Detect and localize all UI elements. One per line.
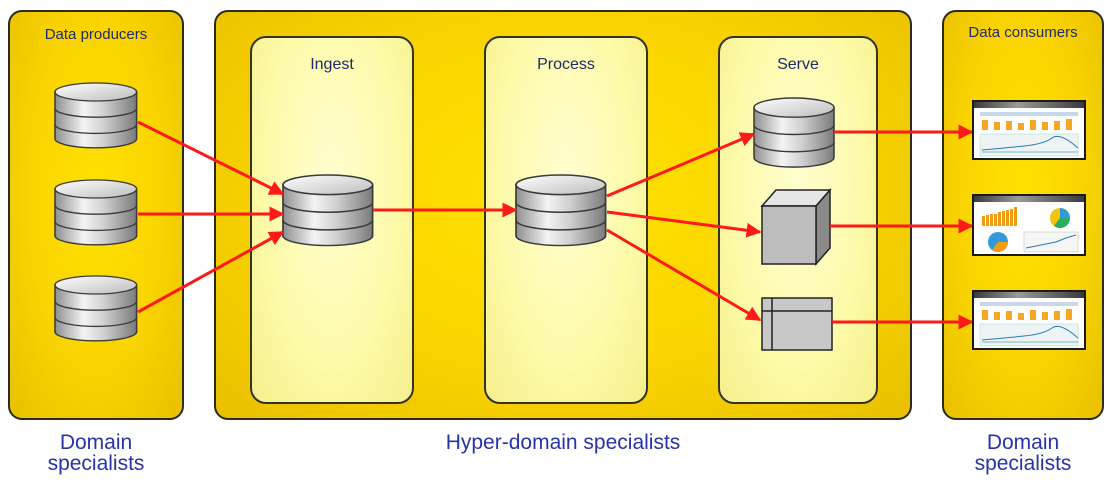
consumers-footer-line1: Domain	[986, 431, 1060, 454]
consumers-footer: Domain specialists	[942, 432, 1104, 474]
arrow-process-serve-db	[606, 132, 756, 198]
producers-footer: Domain specialists	[8, 432, 184, 474]
process-database-icon	[515, 174, 607, 247]
dashboard-icon-1	[972, 100, 1086, 160]
lane-process-title: Process	[537, 56, 595, 73]
cube-icon	[760, 188, 832, 266]
producers-footer-line1: Domain	[59, 431, 133, 454]
arrow-producer1-ingest	[137, 120, 285, 196]
dashboard-icon-3	[972, 290, 1086, 350]
producers-title: Data producers	[44, 26, 148, 43]
arrow-process-cube	[606, 210, 762, 238]
lane-ingest-title: Ingest	[310, 56, 354, 73]
producer-database-icon-2	[54, 179, 138, 246]
dashboard-icon-2	[972, 194, 1086, 256]
hyper-footer-text: Hyper-domain specialists	[445, 431, 681, 454]
flow-arrows	[137, 120, 974, 330]
arrow-process-table	[606, 228, 762, 322]
consumers-footer-line2: specialists	[974, 452, 1072, 475]
ingest-database-icon	[282, 174, 374, 247]
producer-database-icon-1	[54, 82, 138, 149]
table-icon	[761, 297, 833, 351]
arrow-producer3-ingest	[137, 230, 285, 314]
hyper-footer: Hyper-domain specialists	[214, 432, 912, 453]
producer-database-icon-3	[54, 275, 138, 342]
consumers-title: Data consumers	[968, 24, 1078, 41]
serve-database-icon	[753, 97, 835, 168]
lane-serve-title: Serve	[777, 56, 819, 73]
producers-footer-line2: specialists	[47, 452, 145, 475]
